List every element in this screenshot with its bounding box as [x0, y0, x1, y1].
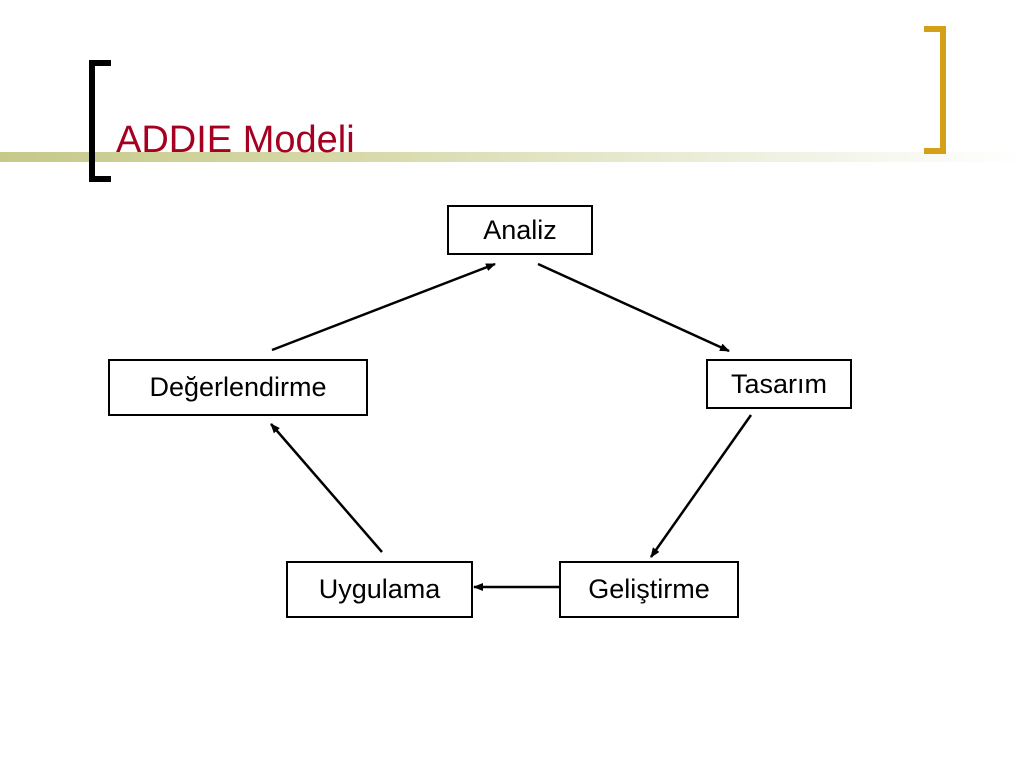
- edge-tasarim-to-gelistirme: [649, 414, 753, 558]
- edge-degerlendirme-to-analiz: [271, 262, 496, 352]
- node-tasarim: Tasarım: [706, 359, 852, 409]
- node-uygulama: Uygulama: [286, 561, 473, 618]
- edge-uygulama-to-degerlendirme: [270, 423, 383, 553]
- edge-analiz-to-tasarim: [537, 262, 730, 353]
- slide-title: ADDIE Modeli: [116, 119, 355, 161]
- title-underline-bar: [0, 152, 1024, 162]
- left-bracket-decoration: [89, 60, 111, 182]
- node-analiz: Analiz: [447, 205, 593, 255]
- right-bracket-decoration: [924, 26, 946, 154]
- node-degerlendirme: Değerlendirme: [108, 359, 368, 416]
- node-gelistirme: Geliştirme: [559, 561, 739, 618]
